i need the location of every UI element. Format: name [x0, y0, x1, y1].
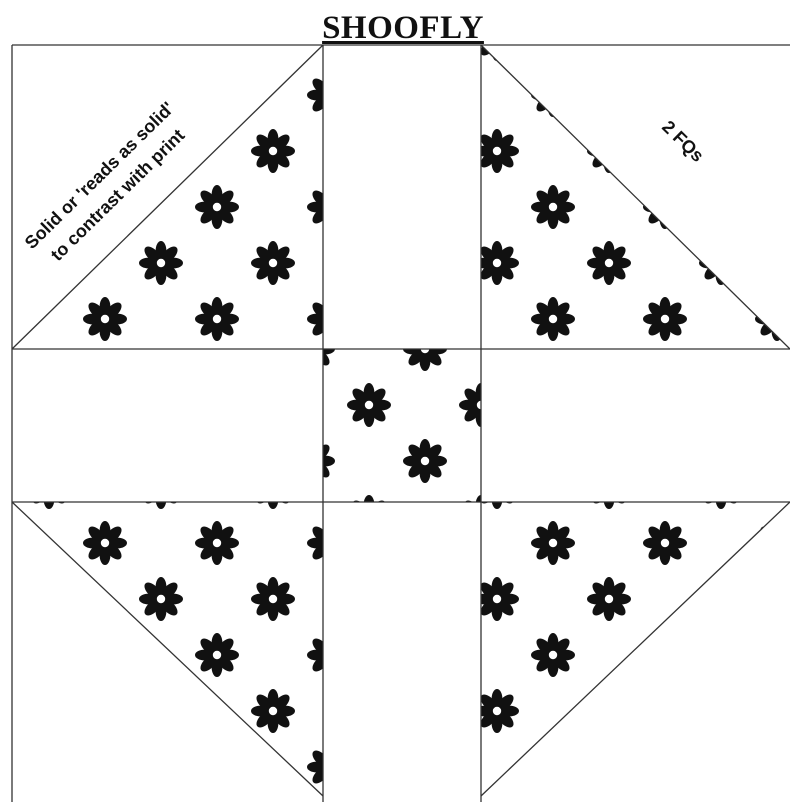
print-center-square	[323, 349, 481, 502]
fq-label: 2 FQs	[658, 117, 708, 166]
